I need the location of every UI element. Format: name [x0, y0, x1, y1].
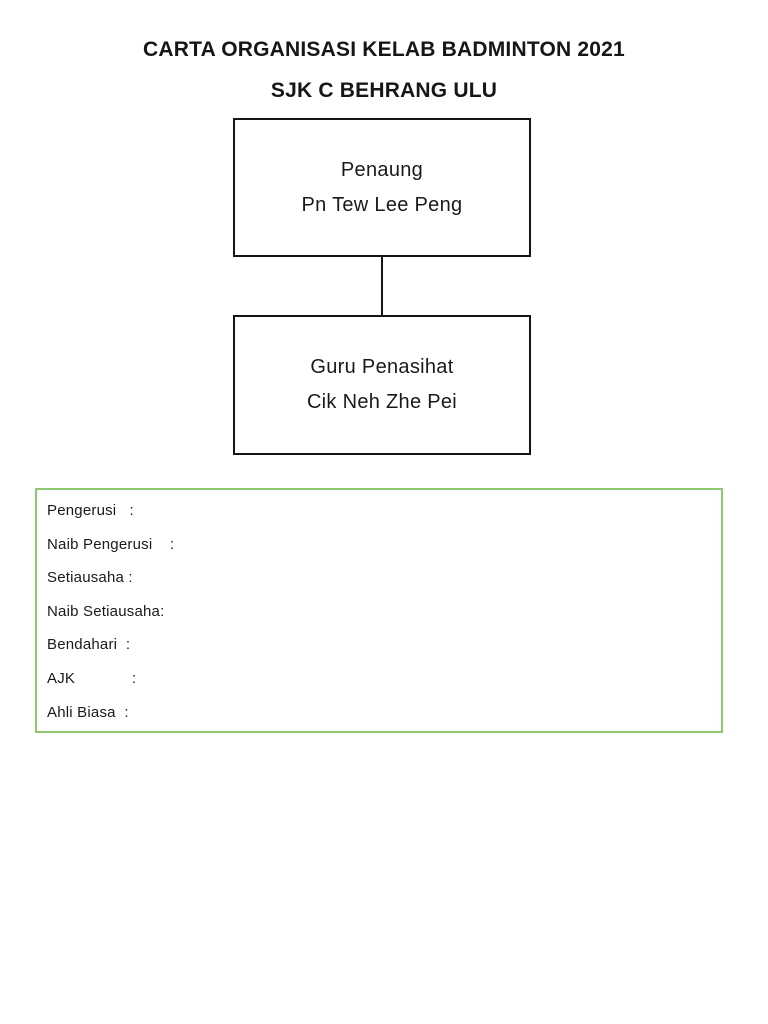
org-node-penaung-role: Penaung	[340, 158, 424, 181]
org-node-penaung: Penaung Pn Tew Lee Peng	[233, 118, 531, 257]
committee-box: Pengerusi : Naib Pengerusi : Setiausaha …	[35, 488, 723, 733]
committee-row-naib-setiausaha: Naib Setiausaha:	[47, 602, 165, 620]
org-connector-line	[381, 257, 383, 315]
org-node-penaung-name: Pn Tew Lee Peng	[301, 193, 463, 216]
page-title: CARTA ORGANISASI KELAB BADMINTON 2021	[143, 38, 625, 61]
org-node-guru-penasihat: Guru Penasihat Cik Neh Zhe Pei	[233, 315, 531, 455]
committee-row-pengerusi: Pengerusi :	[47, 502, 134, 519]
committee-row-ajk: AJK :	[47, 669, 137, 687]
page-subtitle: SJK C BEHRANG ULU	[270, 79, 498, 102]
committee-row-bendahari: Bendahari :	[47, 636, 131, 654]
committee-row-ahli-biasa: Ahli Biasa :	[47, 703, 129, 721]
committee-row-naib-pengerusi: Naib Pengerusi :	[47, 535, 175, 553]
org-node-guru-penasihat-name: Cik Neh Zhe Pei	[306, 391, 458, 413]
committee-row-setiausaha: Setiausaha :	[47, 569, 133, 587]
org-node-guru-penasihat-role: Guru Penasihat	[310, 356, 454, 378]
